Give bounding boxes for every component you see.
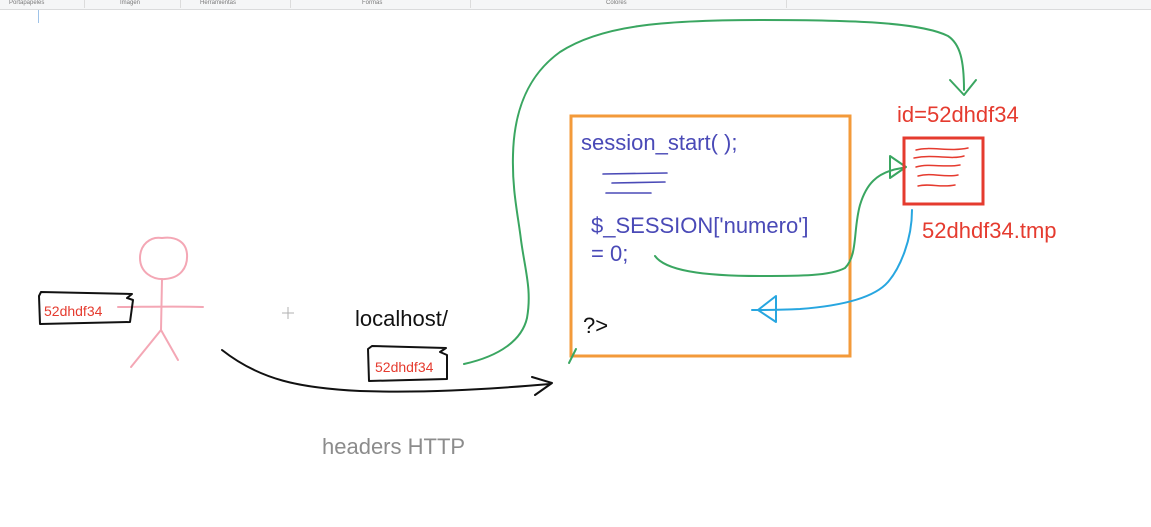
code-session-assign: $_SESSION['numero'] [591, 213, 809, 238]
text-cursor [38, 10, 39, 23]
ribbon-group-image[interactable]: Imagen [120, 0, 141, 6]
crosshair-marker [282, 307, 294, 319]
ribbon-separator [786, 0, 787, 8]
ribbon-group-clipboard[interactable]: Portapapeles [9, 0, 45, 6]
session-id-label: id=52dhdf34 [897, 102, 1019, 127]
request-token-box [367, 345, 448, 382]
ribbon-separator [180, 0, 181, 8]
code-zero-value: = 0; [591, 241, 629, 266]
stick-figure-user [117, 236, 204, 368]
request-token-text: 52dhdf34 [375, 359, 434, 375]
session-file-scribble [913, 147, 969, 187]
ribbon-group-colors[interactable]: Colores [606, 0, 627, 6]
stick-figure-head [139, 236, 189, 281]
code-scribble [602, 172, 668, 194]
green-tick [568, 348, 577, 364]
stick-figure-leg-right [160, 329, 179, 361]
session-file-box [902, 136, 985, 206]
green-arrow-to-file [654, 155, 907, 277]
ribbon-bar: Portapapeles Imagen Herramientas Formas … [0, 0, 1151, 10]
stick-figure-body [160, 278, 163, 331]
ribbon-group-shapes[interactable]: Formas [362, 0, 383, 6]
ribbon-separator [470, 0, 471, 8]
ribbon-separator [84, 0, 85, 8]
user-token-text: 52dhdf34 [44, 303, 103, 319]
code-php-close: ?> [583, 313, 609, 338]
request-arrow [221, 349, 553, 396]
code-session-start: session_start( ); [581, 130, 738, 155]
ribbon-separator [290, 0, 291, 8]
ribbon-group-tools[interactable]: Herramientas [200, 0, 237, 6]
request-url-text: localhost/ [355, 306, 448, 331]
php-script-box [569, 114, 852, 358]
stick-figure-leg-left [130, 329, 162, 368]
session-file-label: 52dhdf34.tmp [922, 218, 1057, 243]
headers-http-label: headers HTTP [322, 434, 466, 459]
blue-arrow-return [751, 209, 913, 323]
green-arrow-to-session-id [463, 19, 977, 365]
user-token-box [38, 291, 134, 325]
